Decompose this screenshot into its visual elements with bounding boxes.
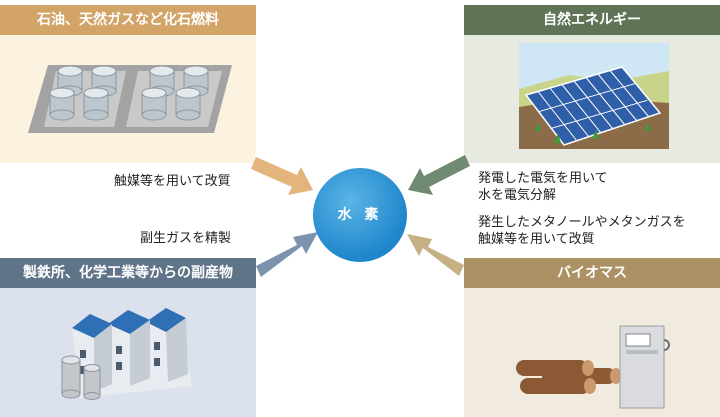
fossil-fuel-body [0,35,256,163]
solar-panel-illustration [519,43,669,149]
natural-energy-panel: 自然エネルギー [464,5,720,163]
byproduct-panel: 製鉄所、化学工業等からの副産物 [0,258,256,417]
biomass-arrow [407,234,464,276]
byproduct-body [0,288,256,417]
fossil-note: 触媒等を用いて改質 [114,174,231,189]
fossil-fuel-title: 石油、天然ガスなど化石燃料 [0,5,256,35]
biomass-note: 発生したメタノールやメタンガスを 触媒等を用いて改質 [478,214,686,248]
factory-illustration [61,308,192,400]
biomass-title: バイオマス [464,258,720,288]
biomass-body [464,288,720,417]
natural-note-line2: 水を電気分解 [478,188,557,203]
fossil-fuel-panel: 石油、天然ガスなど化石燃料 [0,5,256,163]
fossil-arrow [251,157,313,195]
biomass-panel: バイオマス [464,258,720,417]
hydrogen-node: 水 素 [313,168,407,262]
byproduct-note: 副生ガスを精製 [140,231,232,246]
natural-energy-body [464,35,720,163]
byproduct-title: 製鉄所、化学工業等からの副産物 [0,258,256,288]
natural-note-line1: 発電した電気を用いて [478,171,608,186]
natural-note: 発電した電気を用いて 水を電気分解 [478,170,608,204]
oil-tank-illustration [28,65,232,133]
natural-arrow [408,155,470,195]
biomass-note-line2: 触媒等を用いて改質 [478,232,595,247]
biomass-note-line1: 発生したメタノールやメタンガスを [478,215,686,230]
byproduct-arrow [256,232,318,277]
biomass-illustration [516,325,670,409]
natural-energy-title: 自然エネルギー [464,5,720,35]
